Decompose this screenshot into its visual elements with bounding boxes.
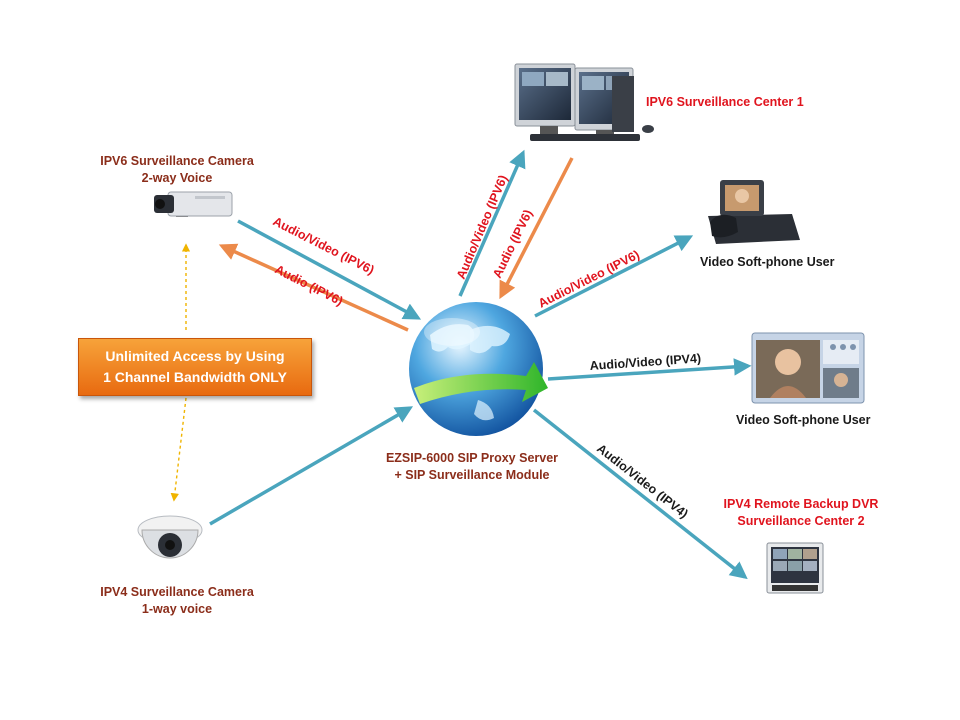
banner-line1: Unlimited Access by Using (105, 348, 285, 364)
arrow-server-to-dvr (532, 408, 748, 580)
softphone-window-icon (751, 332, 865, 404)
label-dvr-center-2: IPV4 Remote Backup DVR Surveillance Cent… (712, 496, 890, 530)
edge-label-phone1-av: Audio/Video (IPV6) (536, 248, 642, 311)
dvr-monitor-icon (766, 542, 824, 594)
video-phone-icon (708, 180, 800, 244)
label-dvr-line2: Surveillance Center 2 (737, 514, 865, 528)
banner-line2: 1 Channel Bandwidth ONLY (103, 369, 287, 385)
bullet-camera-icon (154, 191, 233, 217)
edge-label-cam6-audio: Audio (IPV6) (273, 262, 346, 308)
label-ipv4-camera-line2: 1-way voice (141, 602, 213, 616)
arrow-server-to-center1 (458, 149, 526, 297)
edge-label-dvr-av: Audio/Video (IPV4) (594, 441, 691, 521)
dome-camera-icon (137, 515, 203, 559)
label-softphone-user-2: Video Soft-phone User (736, 413, 871, 427)
dashed-arrow-down (170, 397, 187, 502)
arrow-cam4-to-server (209, 406, 414, 526)
label-ipv6-camera-line1: IPV6 Surveillance Camera (100, 154, 254, 168)
surveillance-workstation-icon (514, 63, 654, 141)
bandwidth-banner: Unlimited Access by Using 1 Channel Band… (78, 338, 312, 396)
label-ipv6-camera: IPV6 Surveillance Camera 2-way Voice (92, 153, 262, 187)
arrow-center1-to-server (499, 157, 574, 300)
label-dvr-line1: IPV4 Remote Backup DVR (723, 497, 879, 511)
label-softphone-user-1: Video Soft-phone User (700, 255, 835, 269)
label-server-line2: + SIP Surveillance Module (394, 468, 550, 482)
globe-icon (409, 302, 548, 436)
label-surveillance-center-1: IPV6 Surveillance Center 1 (646, 95, 804, 109)
arrow-server-to-cam6 (218, 243, 409, 332)
label-ipv4-camera: IPV4 Surveillance Camera 1-way voice (86, 584, 268, 618)
label-server-line1: EZSIP-6000 SIP Proxy Server (385, 451, 559, 465)
arrow-server-to-phone1 (534, 235, 694, 318)
label-ipv4-camera-line1: IPV4 Surveillance Camera (100, 585, 254, 599)
arrow-server-to-phone2 (547, 358, 752, 381)
arrow-cam6-to-server (237, 219, 422, 320)
label-ipv6-camera-line2: 2-way Voice (141, 171, 213, 185)
label-sip-proxy-server: EZSIP-6000 SIP Proxy Server + SIP Survei… (372, 450, 572, 484)
